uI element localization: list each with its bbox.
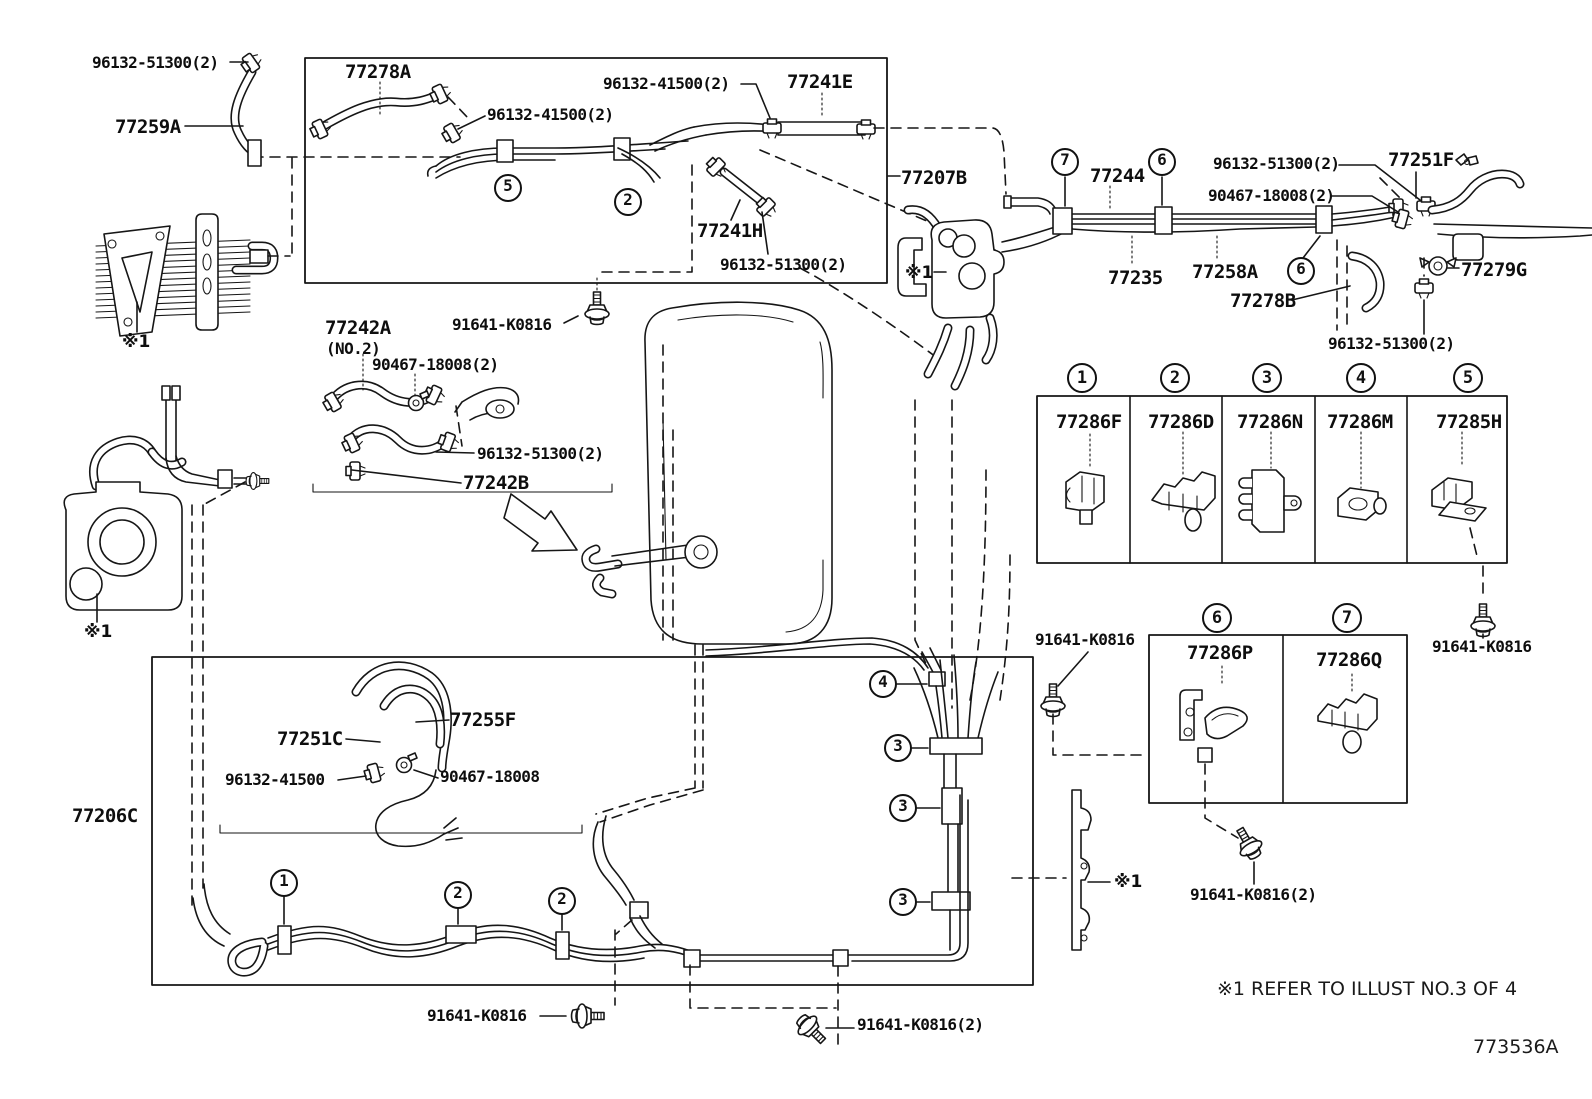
label-77258A: 77258A [1192, 261, 1258, 283]
label-clip-18008-a: 90467-18008(2) [372, 355, 499, 374]
label-77207B: 77207B [901, 167, 967, 189]
label-clamp-51300-tl: 96132-51300(2) [92, 53, 219, 72]
label-clamp-51300-d: 96132-51300(2) [1213, 154, 1340, 173]
callout-2b: 2 [548, 887, 576, 915]
legend1-num-1: 1 [1067, 363, 1097, 393]
label-bolt-k0816-b: 91641-K0816 [1035, 630, 1135, 649]
legend1-num-3: 3 [1252, 363, 1282, 393]
label-77235: 77235 [1108, 267, 1163, 289]
cooler-assembly [95, 156, 461, 337]
label-bolt-k0816-e: 91641-K0816 [427, 1006, 527, 1025]
legend1-part-77286D: 77286D [1148, 411, 1214, 433]
label-clamp-41500-c: 96132-41500 [225, 770, 325, 789]
legend1-part-77286M: 77286M [1327, 411, 1393, 433]
legend1-part-77286N: 77286N [1237, 411, 1303, 433]
callout-2a: 2 [444, 881, 472, 909]
right-tube-run [897, 153, 1592, 391]
ref-mark-pump: ※1 [84, 622, 113, 642]
callout-4: 4 [869, 670, 897, 698]
pointer-arrow-icon [503, 493, 578, 552]
group-boxes [151, 57, 1508, 986]
legend2-num-6: 6 [1202, 603, 1232, 633]
figure-code: 773536A [1473, 1036, 1559, 1058]
legend2-part-77286P: 77286P [1187, 642, 1253, 664]
ref-mark-bracket-top: ※1 [905, 263, 934, 283]
label-77278A: 77278A [345, 61, 411, 83]
label-clip-18008-b: 90467-18008(2) [1208, 186, 1335, 205]
legend1-part-77286F: 77286F [1056, 411, 1122, 433]
ref-mark-frame: ※1 [1114, 872, 1143, 892]
callout-1: 1 [270, 869, 298, 897]
label-77242A: 77242A [325, 317, 391, 339]
callout-2: 2 [614, 188, 642, 216]
callout-6b: 6 [1287, 257, 1315, 285]
callout-5: 5 [494, 174, 522, 202]
label-clamp-41500-a: 96132-41500(2) [487, 105, 614, 124]
legend1-num-4: 4 [1346, 363, 1376, 393]
legend2-num-7: 7 [1332, 603, 1362, 633]
top-tube-group [184, 49, 1007, 361]
legend1-num-2: 2 [1160, 363, 1190, 393]
callout-7: 7 [1051, 148, 1079, 176]
callout-6: 6 [1148, 148, 1176, 176]
label-77242A-no2: (NO.2) [326, 339, 381, 358]
callout-3b: 3 [889, 794, 917, 822]
legend2-part-77286Q: 77286Q [1316, 649, 1382, 671]
legend-clips [1040, 431, 1496, 885]
label-77251F: 77251F [1388, 149, 1454, 171]
label-77255F: 77255F [450, 709, 516, 731]
label-77251C: 77251C [277, 728, 343, 750]
label-77244: 77244 [1090, 165, 1145, 187]
hose-77242-group [312, 353, 613, 493]
label-clamp-51300-c: 96132-51300(2) [477, 444, 604, 463]
label-77278B: 77278B [1230, 290, 1296, 312]
label-bolt-k0816-a: 91641-K0816 [452, 315, 552, 334]
legend1-part-77285H: 77285H [1436, 411, 1502, 433]
refer-note: ※1 REFER TO ILLUST NO.3 OF 4 [1217, 978, 1518, 1000]
label-bolt-k0816-f: 91641-K0816(2) [857, 1015, 984, 1034]
callout-3c: 3 [889, 888, 917, 916]
label-77241H: 77241H [697, 220, 763, 242]
label-clamp-41500-b: 96132-41500(2) [603, 74, 730, 93]
label-clamp-51300-e: 96132-51300(2) [1328, 334, 1455, 353]
label-bolt-k0816-c: 91641-K0816 [1432, 637, 1532, 656]
legend1-num-5: 5 [1453, 363, 1483, 393]
label-77259A: 77259A [115, 116, 181, 138]
label-77206C: 77206C [72, 805, 138, 827]
label-clip-18008-c: 90467-18008 [440, 767, 540, 786]
label-77242B: 77242B [463, 472, 529, 494]
label-bolt-k0816-d: 91641-K0816(2) [1190, 885, 1317, 904]
callout-3a: 3 [884, 734, 912, 762]
label-77241E: 77241E [787, 71, 853, 93]
mid-right-cluster [705, 399, 1011, 951]
label-77279G: 77279G [1461, 259, 1527, 281]
ref-mark-cooler: ※1 [122, 332, 151, 352]
label-clamp-51300-b: 96132-51300(2) [720, 255, 847, 274]
inner-hose-group [219, 661, 583, 848]
fuel-tank-outline [503, 301, 833, 645]
bottom-tube-run [191, 481, 969, 1051]
frame-bracket [1011, 789, 1111, 951]
pump-assembly [63, 385, 270, 623]
